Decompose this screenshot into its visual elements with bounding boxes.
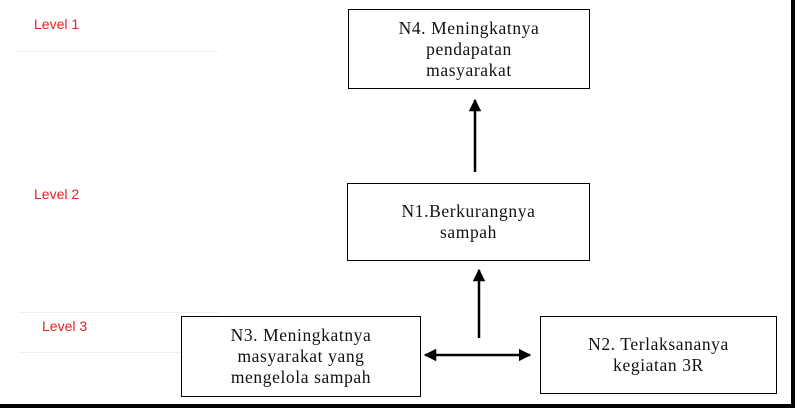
level-1-label: Level 1 — [34, 16, 80, 32]
level-2-label: Level 2 — [34, 186, 80, 202]
node-n1-text: N1.Berkurangnya sampah — [401, 201, 536, 242]
level-3-label: Level 3 — [42, 318, 88, 334]
level-3-top-divider — [18, 312, 218, 313]
node-n3: N3. Meningkatnya masyarakat yang mengelo… — [181, 316, 421, 397]
node-n2: N2. Terlaksananya kegiatan 3R — [540, 316, 777, 394]
node-n3-text: N3. Meningkatnya masyarakat yang mengelo… — [230, 325, 372, 387]
node-n4: N4. Meningkatnya pendapatan masyarakat — [348, 9, 590, 89]
node-n2-text: N2. Terlaksananya kegiatan 3R — [588, 334, 729, 375]
node-n4-text: N4. Meningkatnya pendapatan masyarakat — [398, 17, 540, 80]
node-n1: N1.Berkurangnya sampah — [347, 183, 590, 261]
level-3-bottom-divider — [18, 352, 218, 353]
level-1-divider — [16, 51, 218, 52]
